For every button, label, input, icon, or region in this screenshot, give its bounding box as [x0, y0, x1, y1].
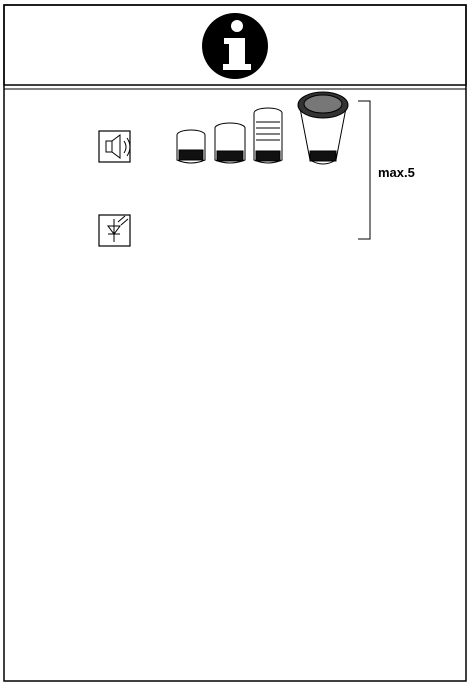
module-ribbed [253, 107, 283, 164]
max-stack-label: max.5 [378, 165, 415, 180]
module-siren [297, 91, 349, 165]
module-plain [214, 122, 246, 164]
info-icon [202, 13, 268, 79]
speaker-icon [98, 130, 131, 163]
header-box [3, 4, 467, 86]
led-diode-icon [98, 214, 131, 247]
module-cap [176, 129, 206, 164]
page-border [3, 4, 467, 682]
